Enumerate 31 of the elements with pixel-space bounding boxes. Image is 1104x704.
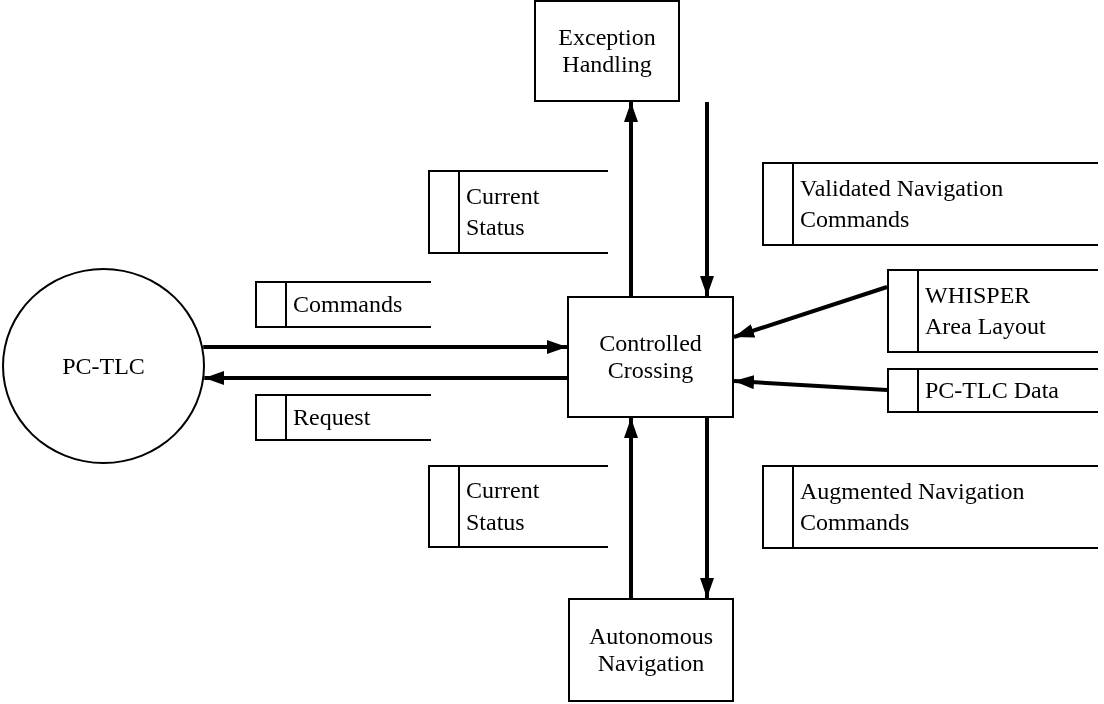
data-store	[762, 162, 1098, 246]
arrow	[733, 375, 888, 392]
node-label: PC-TLC Data	[925, 375, 1059, 405]
node-label: PC-TLC	[62, 352, 145, 380]
process-box	[567, 296, 734, 418]
data-store	[887, 368, 1098, 413]
node-label: Current Status	[466, 476, 541, 537]
arrow	[733, 285, 888, 339]
arrow	[203, 340, 567, 354]
process-box	[568, 598, 734, 702]
node-label: Exception Handling	[557, 24, 657, 78]
node-label: Augmented Navigation Commands	[800, 476, 1026, 537]
node-label: WHISPER Area Layout	[925, 280, 1047, 341]
arrow	[700, 418, 714, 598]
node-label: Controlled Crossing	[598, 330, 703, 384]
arrow	[700, 102, 714, 296]
arrow	[624, 102, 638, 296]
data-store	[255, 394, 431, 441]
data-store	[255, 281, 431, 328]
node-label: Commands	[293, 289, 403, 319]
data-store	[762, 465, 1098, 549]
arrow	[204, 371, 567, 385]
process-box	[534, 0, 680, 102]
node-label: Validated Navigation Commands	[800, 173, 1005, 234]
node-label: Current Status	[466, 181, 541, 242]
data-store	[428, 170, 608, 254]
data-store	[887, 269, 1098, 353]
node-label: Request	[293, 402, 371, 432]
node-label: Autonomous Navigation	[588, 623, 714, 677]
data-store	[428, 465, 608, 548]
arrow	[624, 418, 638, 598]
